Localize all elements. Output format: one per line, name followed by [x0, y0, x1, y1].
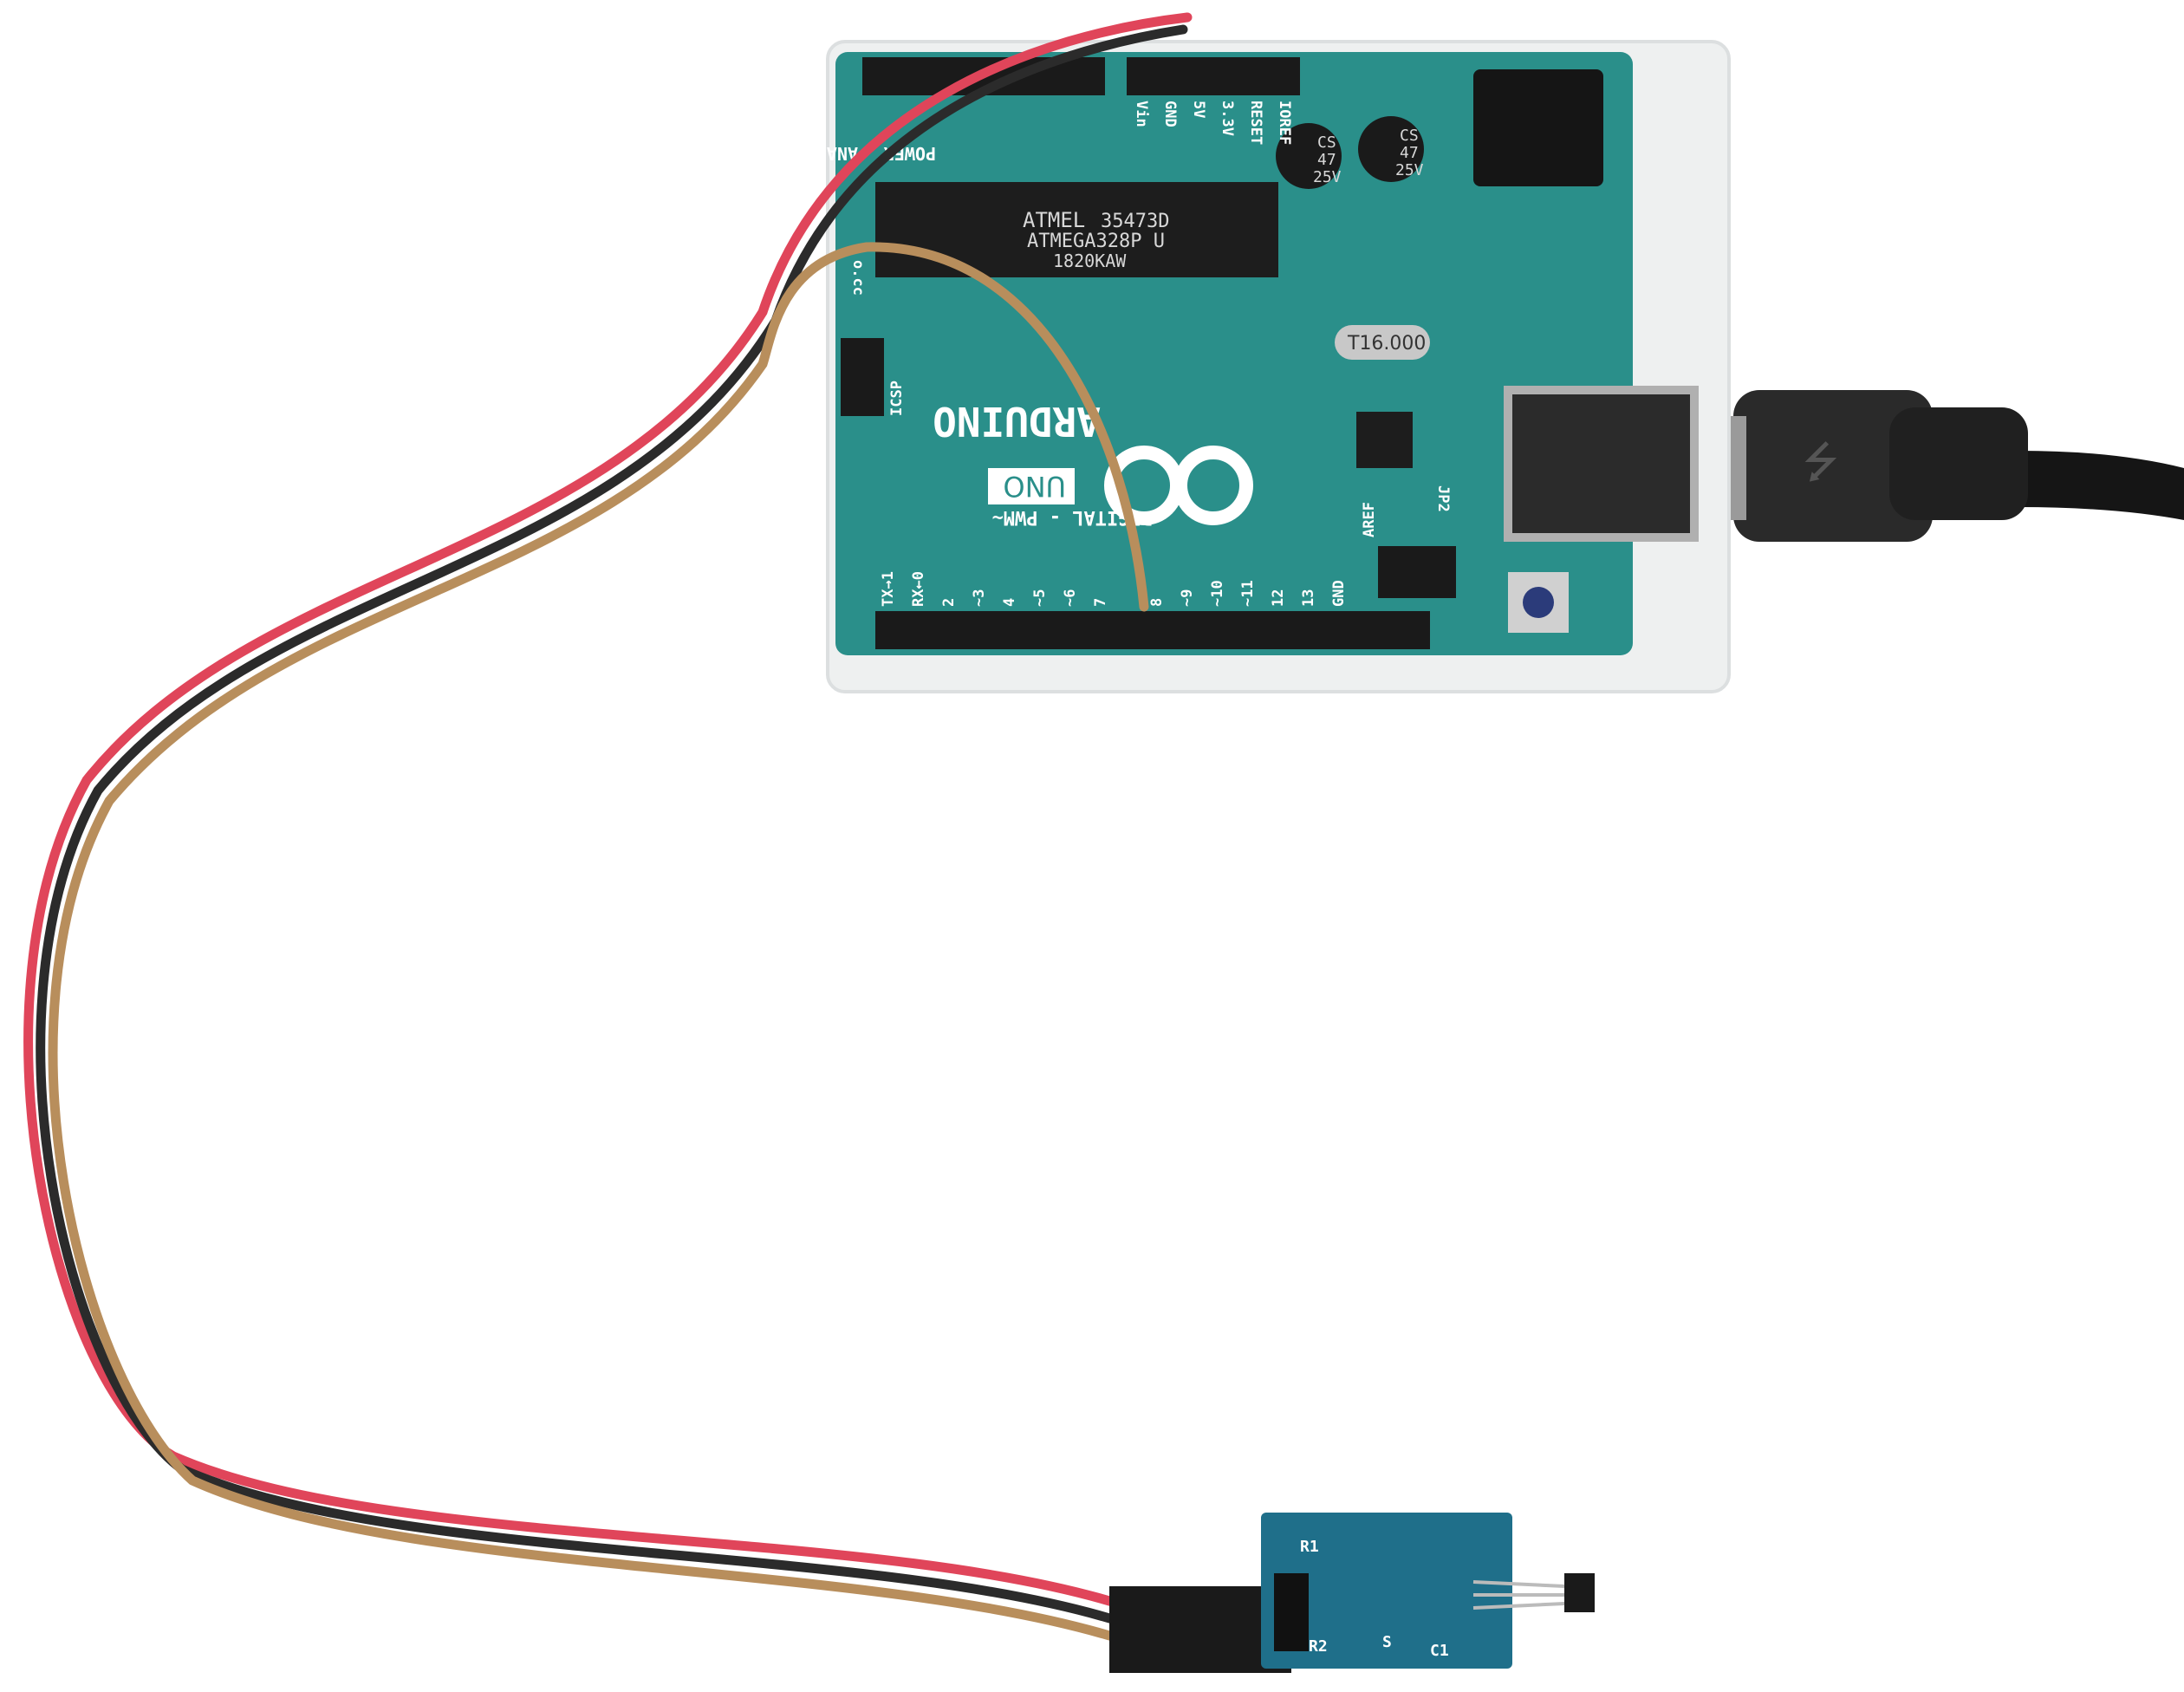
sensor-label: R1	[1300, 1538, 1319, 1556]
pin-label-13: 13	[1300, 589, 1317, 607]
icsp-label: ICSP	[888, 381, 906, 416]
pin-label-rx0: RX←0	[910, 571, 927, 607]
analog-label: ANALOG IN	[764, 143, 858, 164]
capacitor	[1358, 116, 1424, 182]
pin-label-vin: Vin	[1133, 101, 1150, 127]
pin-label-tx1: TX→1	[880, 571, 897, 607]
icsp-header	[841, 338, 884, 416]
arduino-infinity-logo	[1104, 446, 1253, 525]
power-header	[1127, 57, 1300, 95]
pin-label-reset: RESET	[1247, 101, 1264, 145]
hall-sensor-module: R1 R2 C1 S	[1261, 1513, 1595, 1669]
dc-jack	[1473, 69, 1603, 186]
pin-label-12: 12	[1270, 589, 1287, 607]
sensor-label: R2	[1309, 1637, 1328, 1656]
usb-icon: ⭍	[1803, 437, 1839, 487]
brand-label: ARDUINO	[933, 398, 1101, 445]
pin-label-gnd-digital: GND	[1330, 580, 1348, 607]
pin-label-6: ~6	[1062, 589, 1079, 607]
sensor-label: C1	[1430, 1642, 1449, 1660]
crystal-label: T16.000	[1347, 333, 1426, 355]
pin-label-2: 2	[940, 598, 958, 607]
cap-label: CS	[1317, 133, 1336, 152]
pin-label-9: ~9	[1179, 589, 1196, 607]
mcu-lot: 1820KAW	[1053, 251, 1127, 271]
jumper-wires	[23, 12, 1193, 1643]
cap-label: 25V	[1395, 161, 1424, 179]
usb-cable: ⭍	[1720, 390, 2184, 542]
pin-label-8: 8	[1148, 598, 1166, 607]
hall-sensor-chip	[1564, 1573, 1595, 1612]
power-pin-labels: Vin GND 5V 3.3V RESET IOREF	[1133, 101, 1293, 145]
pin-label-ioref: IOREF	[1276, 101, 1293, 145]
jp2-label: JP2	[1434, 485, 1452, 512]
icsp2-header	[1378, 546, 1456, 598]
cap-label: CS	[1400, 127, 1419, 145]
model-label: UNO	[1003, 470, 1066, 503]
pin-label-10: ~10	[1209, 580, 1226, 607]
pin-label-5v: 5V	[1190, 101, 1207, 118]
mcu-part: ATMEGA328P U	[1027, 231, 1165, 252]
url-fragment-label: o.cc	[849, 260, 867, 296]
usb-chip	[1356, 412, 1413, 468]
cap-label: 25V	[1313, 168, 1342, 186]
pin-label-7: 7	[1092, 598, 1109, 607]
cap-label: 47	[1400, 144, 1419, 162]
pin-label-5: ~5	[1031, 589, 1049, 607]
mcu-vendor: ATMEL	[1023, 208, 1085, 232]
pin-label-3v3: 3.3V	[1219, 101, 1236, 136]
mcu-code: 35473D	[1101, 211, 1169, 232]
pin-label-3: ~3	[971, 589, 988, 607]
digital-pin-labels: TX→1 RX←0 2 ~3 4 ~5 ~6 7 8 ~9 ~10 ~11 12…	[880, 502, 1378, 607]
pin-label-4: 4	[1001, 598, 1018, 607]
usb-b-port	[1504, 386, 1699, 542]
pin-label-gnd: GND	[1161, 101, 1179, 127]
digital-header	[875, 611, 1430, 649]
capacitor	[1276, 123, 1342, 189]
pin-label-aref: AREF	[1361, 502, 1378, 537]
crystal	[1335, 325, 1430, 360]
sensor-label: S	[1382, 1633, 1392, 1651]
pin-label-11: ~11	[1239, 580, 1257, 607]
cap-label: 47	[1317, 151, 1336, 169]
